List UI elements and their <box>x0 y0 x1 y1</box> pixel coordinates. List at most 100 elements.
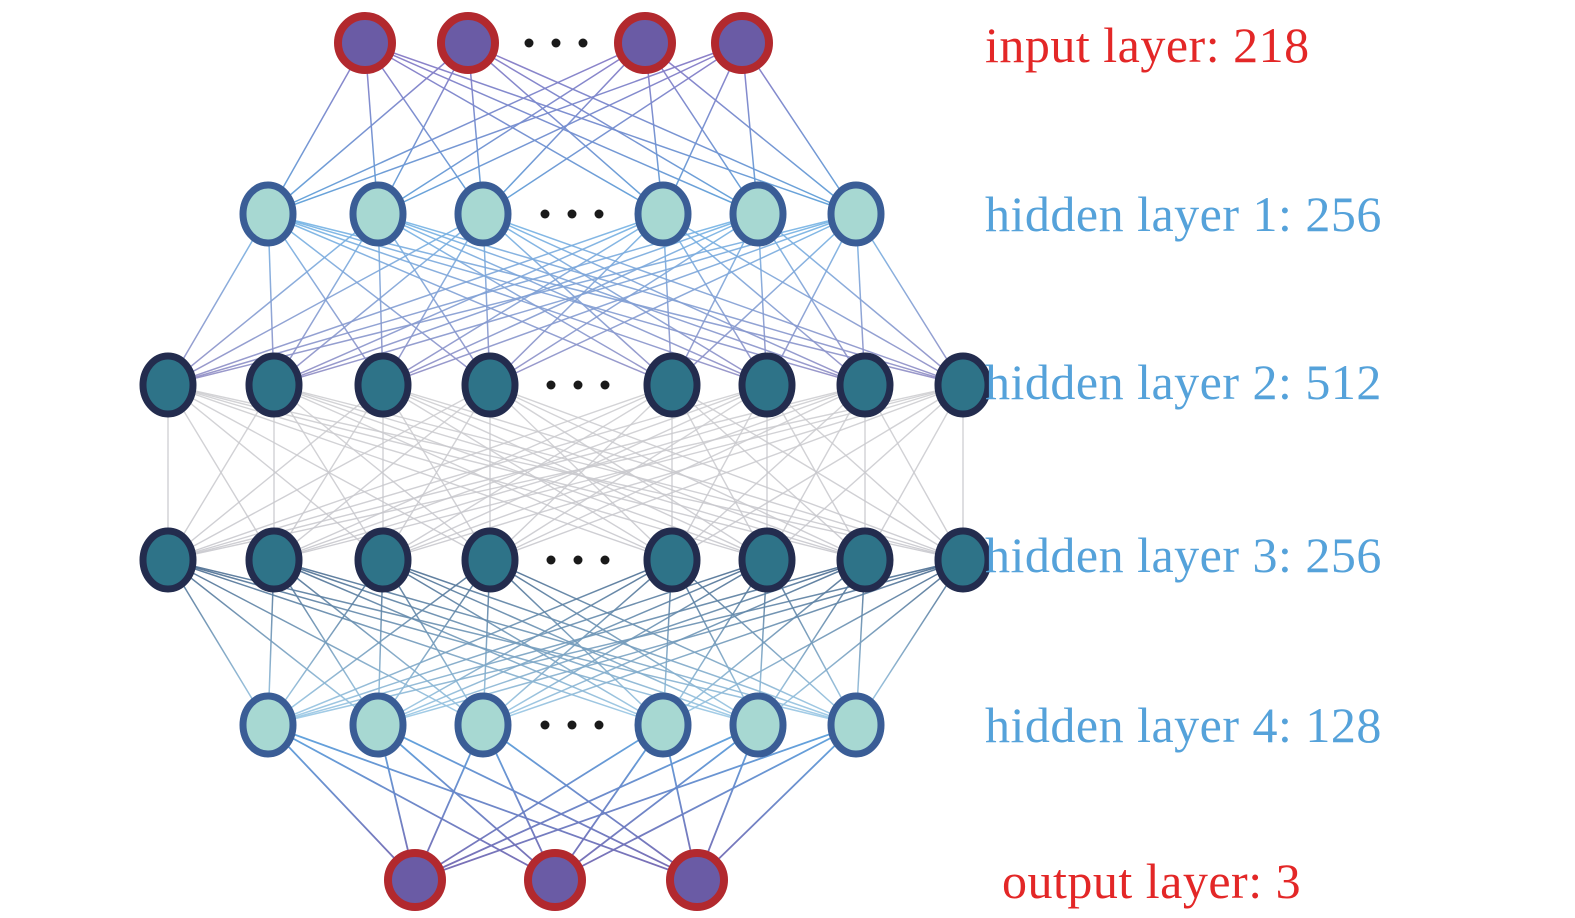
ellipsis-dot <box>594 720 604 730</box>
node-hidden4 <box>454 692 512 758</box>
node-input <box>334 12 396 74</box>
node-hidden4 <box>239 692 297 758</box>
layer-nodes-hidden4 <box>239 692 885 758</box>
edge <box>167 213 269 386</box>
edge <box>267 724 416 881</box>
edge <box>482 724 698 881</box>
layer-label-hidden4: hidden layer 4: 128 <box>985 697 1382 753</box>
ellipsis-dot <box>540 720 550 730</box>
node-hidden3 <box>354 527 412 593</box>
edge <box>382 213 484 386</box>
edge <box>489 213 664 386</box>
edge <box>167 384 275 561</box>
ellipsis-dot <box>567 720 577 730</box>
edge <box>167 384 964 561</box>
ellipsis-dot <box>600 380 610 390</box>
edge <box>662 559 964 726</box>
layer-nodes-hidden1 <box>239 181 885 247</box>
edge <box>267 724 556 881</box>
edge <box>766 384 964 561</box>
edge <box>382 384 491 561</box>
edge <box>671 384 964 561</box>
ellipsis-dot <box>546 555 556 565</box>
ellipsis-dot <box>524 38 534 48</box>
node-output <box>524 849 586 911</box>
node-hidden3 <box>738 527 796 593</box>
edge <box>382 384 866 561</box>
node-hidden3 <box>643 527 701 593</box>
edge <box>414 724 759 881</box>
node-hidden2 <box>245 352 303 418</box>
edge <box>855 213 964 386</box>
edge <box>382 213 664 386</box>
edge <box>554 724 759 881</box>
edge <box>489 384 964 561</box>
node-input <box>437 12 499 74</box>
node-hidden2 <box>738 352 796 418</box>
node-hidden2 <box>836 352 894 418</box>
node-hidden4 <box>349 692 407 758</box>
node-hidden1 <box>634 181 692 247</box>
layer-label-input: input layer: 218 <box>985 17 1310 73</box>
edge <box>382 559 484 726</box>
edge-band-2 <box>167 384 964 561</box>
edge <box>273 384 768 561</box>
node-hidden3 <box>139 527 197 593</box>
node-hidden3 <box>461 527 519 593</box>
node-output <box>384 849 446 911</box>
edge <box>482 42 646 215</box>
node-hidden1 <box>827 181 885 247</box>
edge <box>273 384 673 561</box>
node-output <box>666 849 728 911</box>
edge <box>167 559 664 726</box>
ellipsis-dot <box>573 555 583 565</box>
edge <box>377 724 556 881</box>
edge <box>273 213 484 386</box>
edge <box>382 213 759 386</box>
edge <box>382 384 673 561</box>
edge <box>267 42 366 215</box>
node-hidden1 <box>349 181 407 247</box>
edge <box>482 42 743 215</box>
edge <box>364 42 484 215</box>
edge <box>489 384 673 561</box>
edge <box>167 559 379 726</box>
ellipsis-dot <box>540 209 550 219</box>
node-input <box>614 12 676 74</box>
node-hidden3 <box>836 527 894 593</box>
node-hidden2 <box>643 352 701 418</box>
node-hidden2 <box>461 352 519 418</box>
ellipsis-hidden2 <box>546 380 610 390</box>
edge <box>382 559 664 726</box>
edge <box>757 559 964 726</box>
edge <box>414 724 857 881</box>
edge <box>377 559 866 726</box>
node-hidden3 <box>245 527 303 593</box>
edge <box>167 213 484 386</box>
edge <box>696 724 857 881</box>
ellipsis-hidden4 <box>540 720 604 730</box>
ellipsis-dot <box>546 380 556 390</box>
edge <box>377 42 646 215</box>
edge <box>267 42 743 215</box>
edge <box>273 213 759 386</box>
edge <box>377 559 673 726</box>
edge <box>662 559 768 726</box>
edge <box>554 724 664 881</box>
node-input <box>711 12 773 74</box>
edge <box>167 384 491 561</box>
edge <box>273 384 491 561</box>
edge <box>489 213 857 386</box>
ellipsis-dot <box>551 38 561 48</box>
edge <box>382 213 857 386</box>
edge <box>467 42 857 215</box>
edge <box>855 559 964 726</box>
layer-nodes-input <box>334 12 773 74</box>
layer-label-hidden3: hidden layer 3: 256 <box>985 527 1382 583</box>
ellipsis-dot <box>600 555 610 565</box>
edge <box>377 42 743 215</box>
edge <box>766 213 857 386</box>
edge <box>267 724 698 881</box>
edge <box>382 384 768 561</box>
